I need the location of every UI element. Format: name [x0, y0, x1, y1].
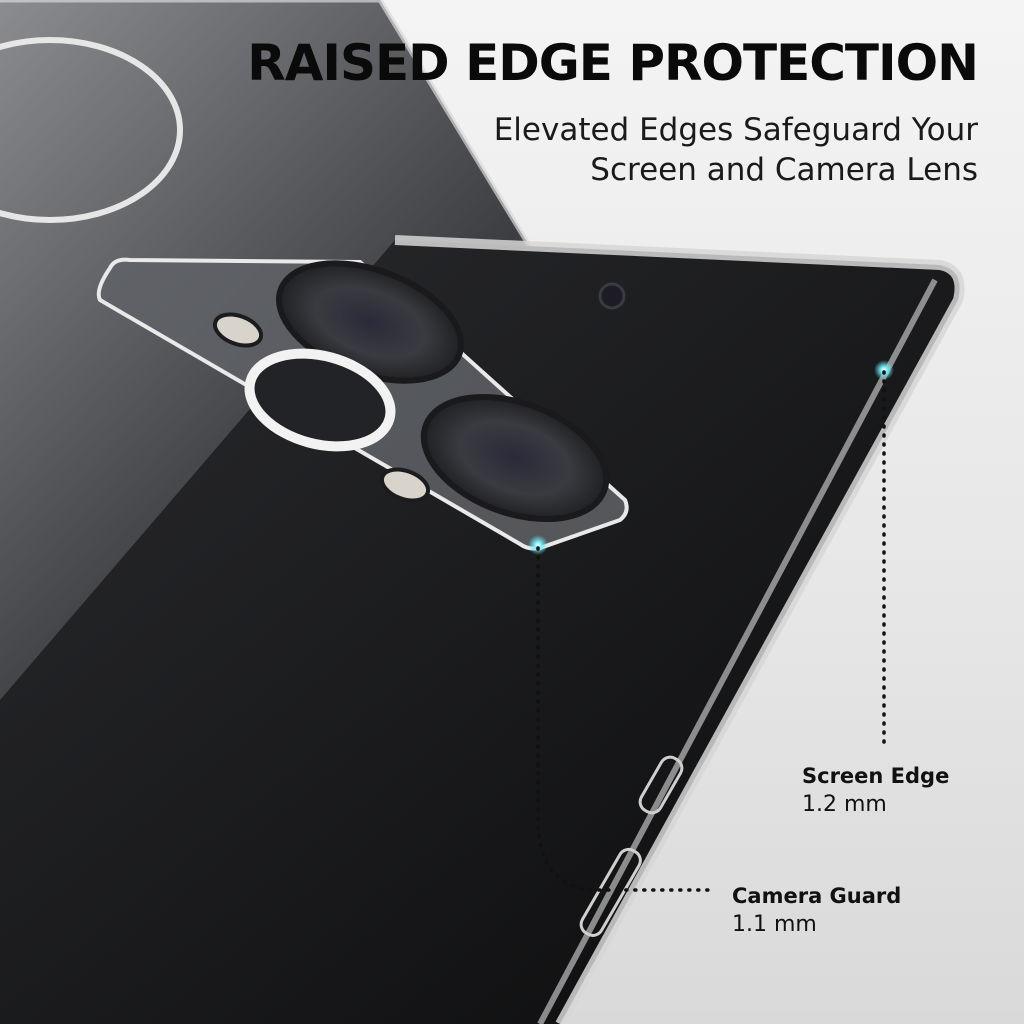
- flash-bottom: [379, 467, 431, 503]
- callout-title: Camera Guard: [732, 884, 902, 908]
- lens-bottom: [420, 393, 610, 523]
- front-camera: [598, 282, 626, 310]
- subtitle-line-2: Screen and Camera Lens: [590, 152, 978, 188]
- callout-camera-guard: Camera Guard 1.1 mm: [732, 882, 901, 940]
- headline: RAISED EDGE PROTECTION: [247, 34, 979, 92]
- callout-value: 1.1 mm: [732, 912, 817, 937]
- magsafe-ring: [0, 37, 183, 223]
- callout-pointers: [528, 360, 894, 892]
- subtitle: Elevated Edges Safeguard Your Screen and…: [494, 110, 978, 190]
- camera-guard-glow: [528, 535, 548, 555]
- screen-edge-glow: [874, 360, 894, 380]
- camera-module: [96, 257, 629, 551]
- callout-title: Screen Edge: [802, 764, 950, 788]
- callout-screen-edge: Screen Edge 1.2 mm: [802, 762, 949, 820]
- subtitle-line-1: Elevated Edges Safeguard Your: [493, 112, 978, 148]
- phone-front: [0, 235, 965, 1024]
- flash-top: [212, 312, 264, 348]
- callout-value: 1.2 mm: [802, 792, 887, 817]
- lens-main: [244, 348, 396, 452]
